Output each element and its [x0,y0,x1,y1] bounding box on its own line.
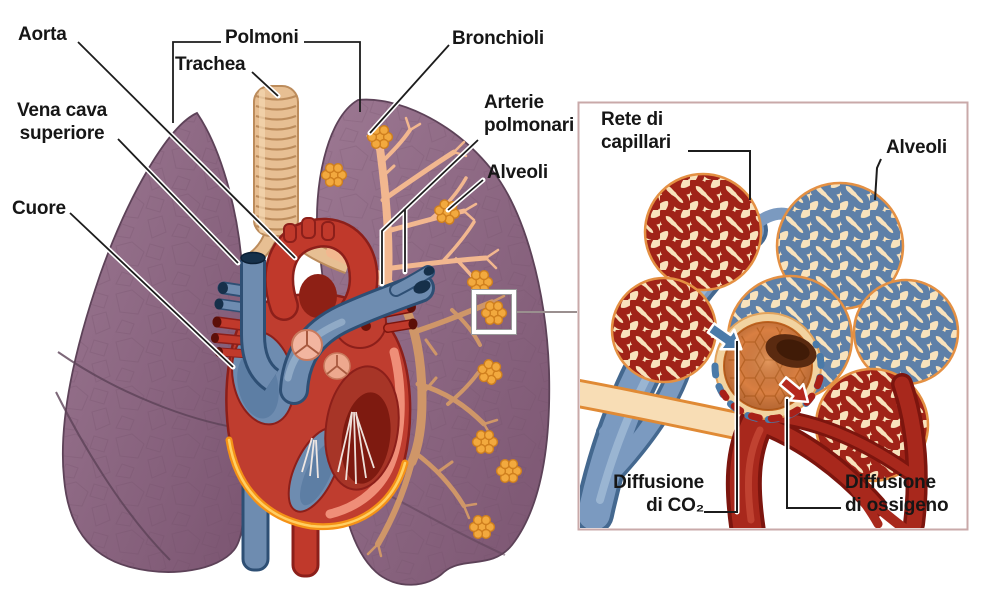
label-line: di ossigeno [845,495,949,516]
label-arterie-polmonari: Arterie polmonari [484,91,574,137]
label-vena-cava-superiore: Vena cava superiore [8,99,116,145]
highlight-square [471,289,577,335]
label-diffusione-ossigeno: Diffusione di ossigeno [845,471,949,517]
heart-valves [291,329,351,380]
label-line: Diffusione [845,472,936,493]
alveolus-cutaway [711,312,825,423]
label-cuore: Cuore [12,198,66,219]
label-diffusione-co2: Diffusione di CO₂ [598,471,704,517]
label-polmoni: Polmoni [225,27,299,48]
leader-lines [67,39,882,515]
heart [211,217,435,531]
inset-bronchiole [580,378,759,442]
label-rete-di-capillari: Rete di capillari [601,108,671,154]
label-line: Arterie [484,92,544,113]
label-bronchioli: Bronchioli [452,28,544,49]
label-line: capillari [601,132,672,153]
chordae-tendineae [301,411,375,485]
label-line: di CO₂ [646,495,704,516]
label-alveoli-inset: Alveoli [886,137,947,158]
left-lung [55,111,245,573]
label-alveoli: Alveoli [487,162,548,183]
label-trachea: Trachea [175,54,246,75]
pulmonary-artery [279,265,435,405]
label-line: polmonari [484,115,575,136]
label-line: Rete di [601,109,663,130]
superior-vena-cava [240,251,280,391]
aorta-arch [264,217,379,325]
inset-illustration [580,172,960,528]
label-aorta: Aorta [18,24,67,45]
label-line: Vena cava [16,100,108,121]
label-line: Diffusione [613,472,704,493]
label-line: superiore [19,123,105,144]
